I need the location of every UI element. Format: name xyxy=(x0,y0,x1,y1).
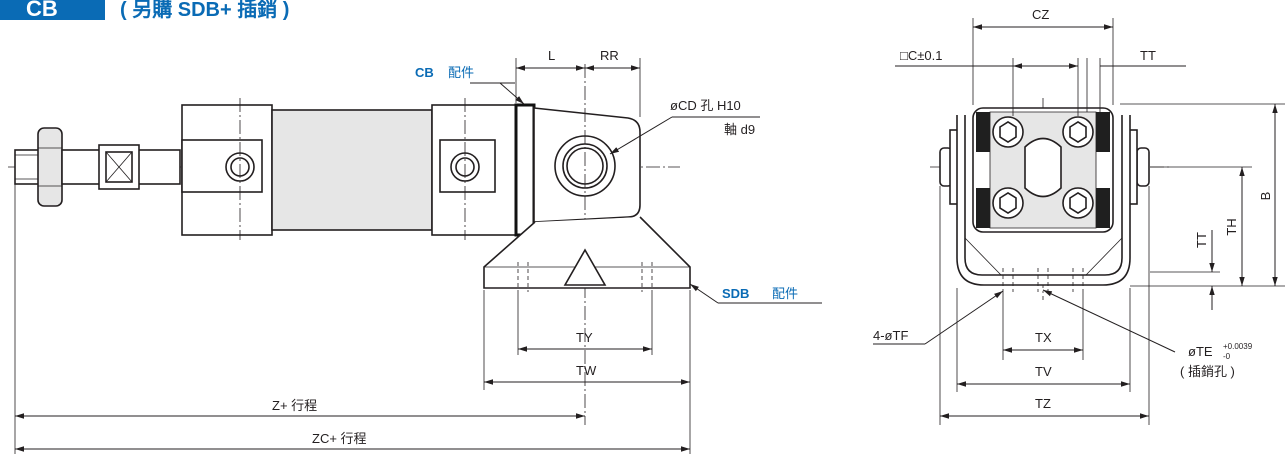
dim-TE-tol-upper: +0.0039 xyxy=(1223,342,1253,351)
dim-TE-tol-lower: -0 xyxy=(1223,352,1231,361)
cb-part-label: 配件 xyxy=(448,65,474,80)
side-view: CB 配件 SDB 配件 øCD 孔 H10 軸 d9 L RR TY TW Z… xyxy=(8,48,822,454)
header: CB ( 另購 SDB+ 插銷 ) xyxy=(0,0,289,21)
dim-L: L xyxy=(548,48,555,63)
sdb-part-code: SDB xyxy=(722,286,749,301)
dim-TH: TH xyxy=(1224,218,1239,235)
shaft-spec: 軸 d9 xyxy=(724,122,755,137)
dim-CZ: CZ xyxy=(1032,7,1049,22)
dim-RR: RR xyxy=(600,48,619,63)
cb-part-code: CB xyxy=(415,65,434,80)
sdb-part-label: 配件 xyxy=(772,286,798,301)
dim-TY: TY xyxy=(576,330,593,345)
end-view: CZ □C±0.1 TT B TH TT 4-øTF TX TV TZ øTE … xyxy=(873,7,1285,425)
model-badge-text: CB xyxy=(26,0,58,21)
dim-Z: Z+ 行程 xyxy=(272,398,317,413)
dim-TV: TV xyxy=(1035,364,1052,379)
screw-heads xyxy=(992,116,1094,219)
bore-spec: øCD 孔 H10 xyxy=(670,98,741,113)
dim-C: □C±0.1 xyxy=(900,48,942,63)
dim-B: B xyxy=(1258,192,1273,201)
dim-TE-note: ( 插銷孔 ) xyxy=(1180,364,1235,379)
dim-TT-top: TT xyxy=(1140,48,1156,63)
dim-TT-side: TT xyxy=(1194,232,1209,248)
dim-TW: TW xyxy=(576,363,597,378)
model-badge xyxy=(0,0,105,20)
dim-TE: øTE xyxy=(1188,344,1213,359)
dim-TZ: TZ xyxy=(1035,396,1051,411)
accessory-note: ( 另購 SDB+ 插銷 ) xyxy=(120,0,289,21)
dim-ZC: ZC+ 行程 xyxy=(312,431,367,446)
dim-TX: TX xyxy=(1035,330,1052,345)
dim-TF: 4-øTF xyxy=(873,328,908,343)
